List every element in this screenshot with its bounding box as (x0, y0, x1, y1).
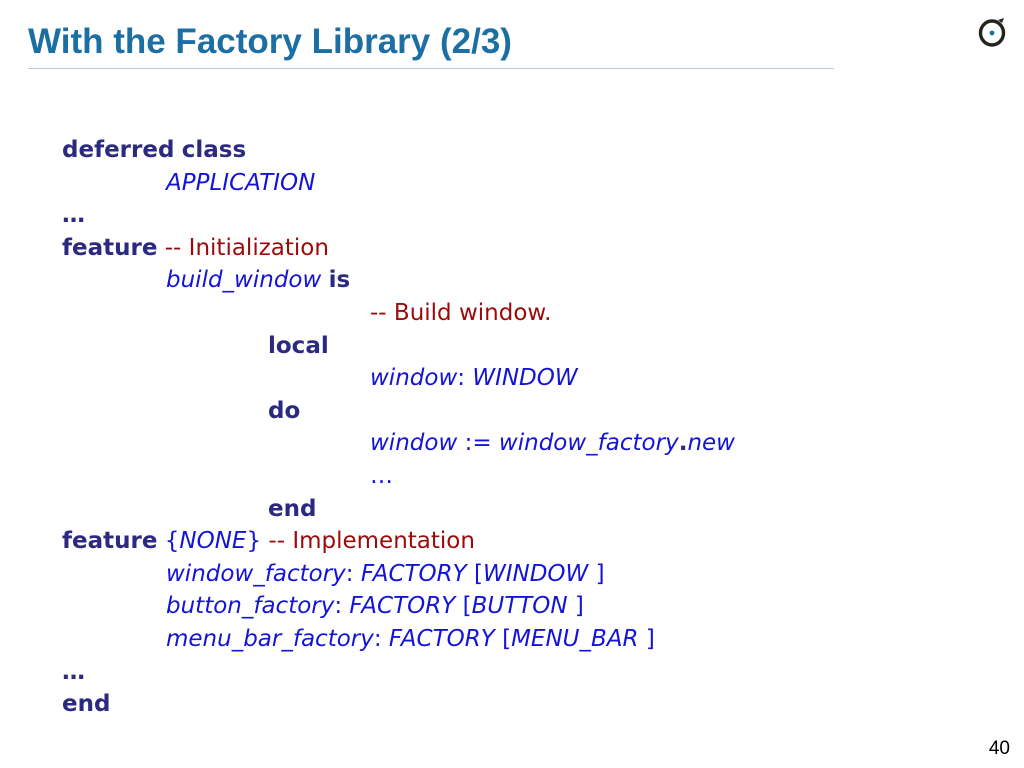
bracket-close: ] (574, 593, 584, 620)
export-clause: NONE (179, 528, 247, 555)
generic-parameter: BUTTON (471, 593, 568, 620)
title-divider (28, 68, 834, 69)
colon: : (373, 625, 382, 652)
attribute-name: menu_bar_factory (166, 625, 374, 652)
bracket-open: [ (462, 593, 472, 620)
slide-title: With the Factory Library (2/3) (28, 22, 512, 61)
keyword-is: is (328, 267, 351, 294)
routine-name: build_window (166, 267, 322, 294)
bracket-open: [ (474, 560, 483, 587)
code-line-16: menu_bar_factory: FACTORY [MENU_BAR ] (62, 623, 735, 656)
eiffel-logo-icon (978, 18, 1006, 47)
bracket-close: ] (595, 560, 605, 587)
code-line-8: window: WINDOW (62, 362, 735, 395)
code-line-5: build_window is (62, 264, 735, 297)
type-name: FACTORY (388, 625, 495, 652)
bracket-close: ] (645, 625, 655, 652)
colon: : (345, 560, 354, 587)
factory-reference: window_factory (498, 430, 679, 457)
type-name: WINDOW (472, 365, 578, 392)
code-line-1: deferred class (62, 134, 735, 167)
code-line-13: feature {NONE} -- Implementation (62, 525, 735, 558)
comment-initialization: Initialization (188, 234, 329, 261)
code-listing: deferred class APPLICATION … feature -- … (62, 134, 735, 721)
ellipsis: … (62, 202, 85, 229)
comment-dashes: -- (268, 528, 285, 555)
code-line-7: local (62, 330, 735, 363)
keyword-local: local (268, 332, 329, 359)
ellipsis: … (370, 462, 393, 489)
brace-open: { (164, 528, 180, 555)
code-line-2: APPLICATION (62, 167, 735, 200)
code-line-18: end (62, 688, 735, 721)
keyword-do: do (268, 397, 301, 424)
generic-parameter: MENU_BAR (511, 625, 639, 652)
class-name: APPLICATION (166, 169, 316, 196)
brace-close: } (246, 528, 262, 555)
local-variable: window (370, 365, 458, 392)
assign-operator: := (464, 430, 492, 457)
page-number: 40 (988, 738, 1010, 759)
colon: : (457, 365, 466, 392)
attribute-name: window_factory (166, 560, 346, 587)
type-name: FACTORY (349, 593, 456, 620)
code-line-11: … (62, 460, 735, 493)
comment-dashes: -- (164, 234, 182, 261)
assignment-target: window (370, 430, 458, 457)
comment-implementation: Implementation (292, 528, 475, 555)
keyword-class: class (181, 137, 247, 163)
code-line-17: … (62, 656, 735, 689)
code-line-15: button_factory: FACTORY [BUTTON ] (62, 590, 735, 623)
comment-build-window: -- Build window. (370, 299, 552, 326)
attribute-name: button_factory (166, 593, 335, 620)
dot-operator: . (678, 430, 688, 457)
feature-call: new (687, 430, 735, 457)
bracket-open: [ (502, 625, 512, 652)
code-line-9: do (62, 395, 735, 428)
code-line-3: … (62, 199, 735, 232)
generic-parameter: WINDOW (482, 560, 589, 587)
ellipsis: … (62, 658, 85, 685)
code-line-10: window := window_factory.new (62, 427, 735, 460)
colon: : (334, 593, 343, 620)
keyword-feature: feature (62, 528, 158, 555)
code-line-12: end (62, 493, 735, 526)
keyword-feature: feature (62, 234, 158, 261)
code-line-4: feature -- Initialization (62, 232, 735, 265)
type-name: FACTORY (360, 560, 467, 587)
keyword-end: end (268, 495, 317, 522)
code-line-6: -- Build window. (62, 297, 735, 330)
keyword-deferred: deferred (62, 137, 175, 163)
code-line-14: window_factory: FACTORY [WINDOW ] (62, 558, 735, 591)
keyword-end: end (62, 691, 111, 718)
